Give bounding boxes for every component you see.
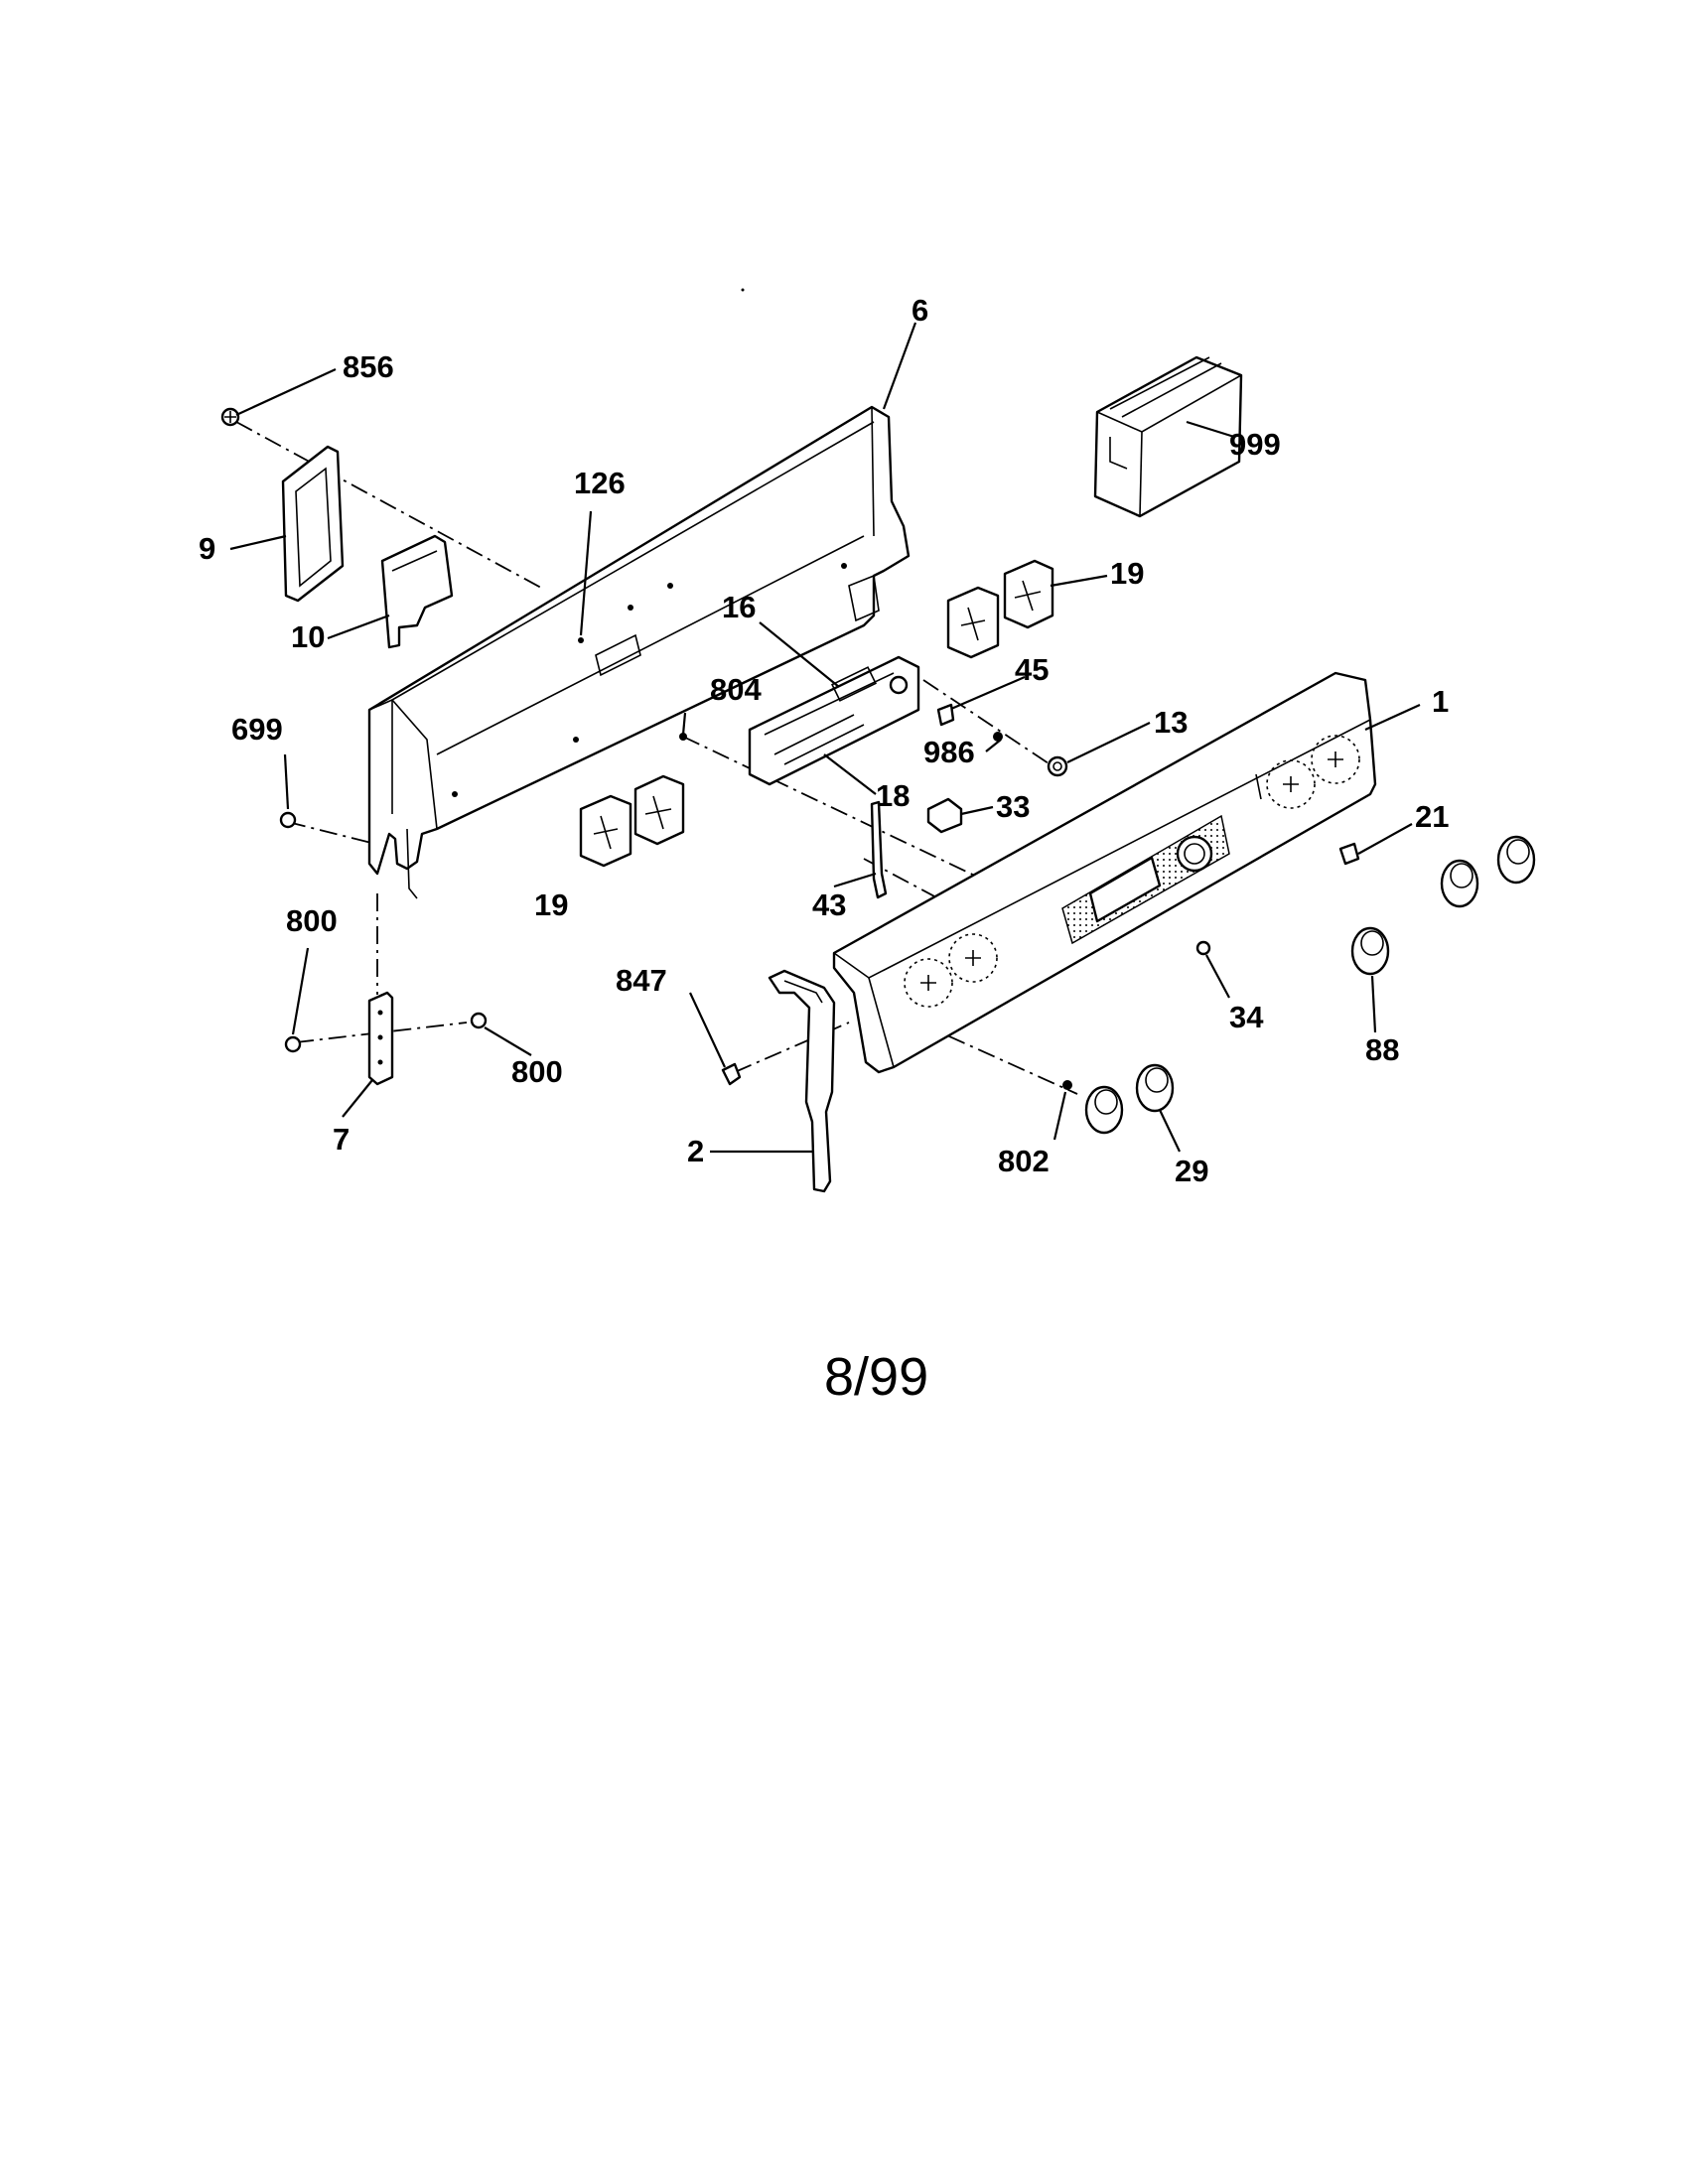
screw-800-left [284,1035,302,1053]
spacer-986 [993,732,1003,742]
front-control-panel [832,671,1377,1074]
knobs-29-pair [1084,1063,1175,1135]
callout-800-left: 800 [286,903,338,938]
screw-804 [679,733,687,741]
callout-labels: 856 6 999 126 9 10 19 16 804 45 1 13 699… [199,293,1449,1188]
callout-18: 18 [876,778,910,813]
callout-999: 999 [1229,427,1281,462]
callout-2: 2 [687,1134,704,1168]
burner-markings-left [904,933,998,1008]
callout-802: 802 [998,1144,1050,1178]
callout-13: 13 [1154,705,1188,740]
switches-19-upper [946,559,1054,659]
stray-mark [741,288,745,292]
switches-19-lower [579,774,685,868]
callout-19-lower: 19 [534,887,568,922]
callout-699: 699 [231,712,283,747]
screw-856 [220,407,240,427]
screw-847 [721,1062,742,1086]
callout-7: 7 [333,1122,350,1157]
callout-6: 6 [912,293,928,328]
callout-126: 126 [574,466,626,500]
callout-986: 986 [923,735,975,769]
knob-88 [1350,926,1390,976]
grommet-13 [1047,755,1068,777]
clip-45 [936,703,955,727]
callout-804: 804 [710,672,762,707]
callout-29: 29 [1175,1154,1208,1188]
backguard-housing [367,405,911,899]
callout-10: 10 [291,619,325,654]
callout-21: 21 [1415,799,1449,834]
callout-16: 16 [722,590,756,624]
callout-800-right: 800 [511,1054,563,1089]
end-trim-2 [768,969,836,1193]
revision-date: 8/99 [824,1347,928,1407]
callout-847: 847 [616,963,667,998]
callout-33: 33 [996,789,1030,824]
callout-34: 34 [1229,1000,1264,1034]
screw-802 [1062,1080,1072,1090]
burner-markings-right [1266,735,1360,809]
callout-43: 43 [812,887,846,922]
leader-lines [229,322,1421,1154]
control-board-16 [748,655,920,786]
callout-9: 9 [199,531,215,566]
side-bracket-9 [281,445,345,603]
callout-88: 88 [1365,1032,1399,1067]
screw-699 [279,811,297,829]
connector-33 [926,797,963,834]
callout-856: 856 [343,349,394,384]
screw-800-right [470,1012,488,1029]
parts-box-999 [1093,355,1243,518]
callout-45: 45 [1015,652,1049,687]
bracket-43 [870,800,888,899]
callout-1: 1 [1432,684,1449,719]
clip-21 [1338,842,1360,866]
knobs-21-pair [1440,835,1536,908]
screw-34 [1195,940,1211,956]
bracket-7 [367,991,394,1086]
side-bracket-10 [380,534,454,649]
callout-19-upper: 19 [1110,556,1144,591]
